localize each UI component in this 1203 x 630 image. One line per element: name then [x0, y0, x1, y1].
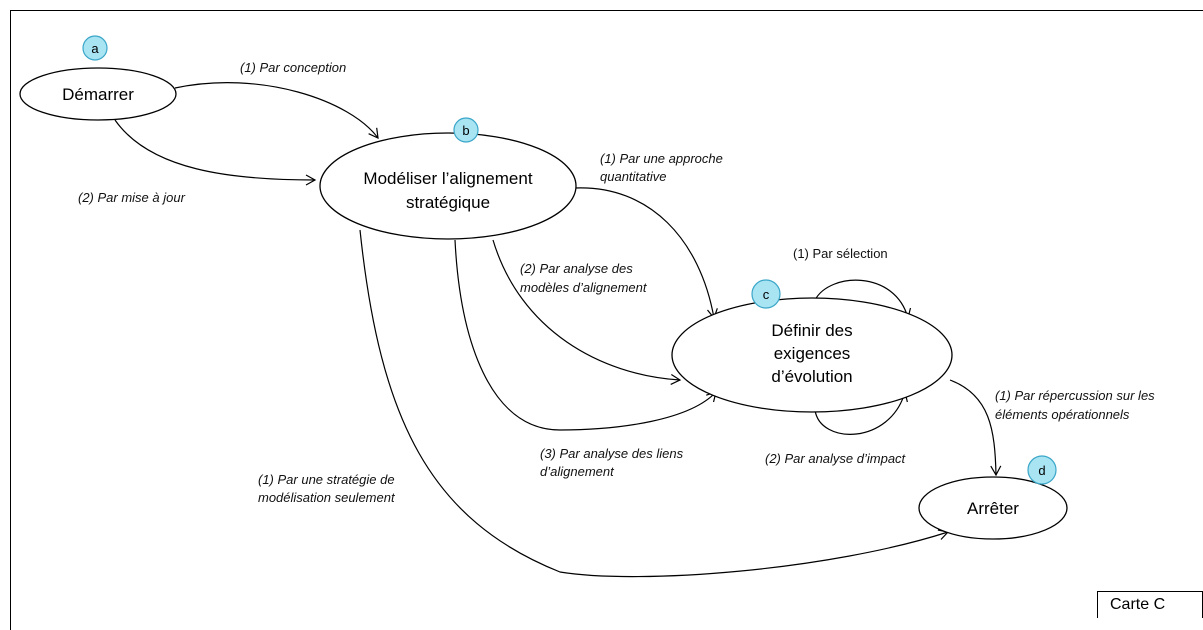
badge-a: a — [82, 35, 108, 61]
svg-text:a: a — [91, 41, 99, 56]
label-c-c-1: (1) Par sélection — [793, 246, 888, 261]
node-demarrer[interactable]: Démarrer — [19, 67, 177, 121]
label-a-b-1: (1) Par conception — [240, 60, 346, 75]
edge-c-c-selection — [814, 279, 912, 320]
edge-c-d-repercussion — [949, 379, 1002, 477]
badge-b: b — [453, 117, 479, 143]
map-title: Carte C — [1110, 596, 1166, 613]
diagram-frame — [10, 10, 1203, 630]
edge-a-b-conception — [174, 82, 379, 139]
edge-b-c-modeles — [492, 239, 682, 385]
badge-c: c — [751, 279, 781, 309]
node-arreter[interactable]: Arrêter — [918, 476, 1068, 540]
edge-a-b-mise-a-jour — [114, 119, 317, 186]
label-c-c-2: (2) Par analyse d’impact — [765, 451, 907, 466]
edge-c-c-impact — [814, 390, 908, 435]
label-a-b-2: (2) Par mise à jour — [78, 190, 186, 205]
node-arreter-label: Arrêter — [967, 499, 1019, 518]
edge-b-c-quantitative — [574, 187, 718, 320]
node-demarrer-label: Démarrer — [62, 85, 134, 104]
map-title-box: Carte C — [1097, 591, 1203, 618]
edge-b-d-strategie — [359, 229, 950, 578]
badge-d: d — [1027, 455, 1057, 485]
edge-b-c-liens — [454, 239, 717, 431]
svg-text:d: d — [1038, 463, 1045, 478]
svg-text:c: c — [763, 287, 770, 302]
svg-text:b: b — [462, 123, 469, 138]
